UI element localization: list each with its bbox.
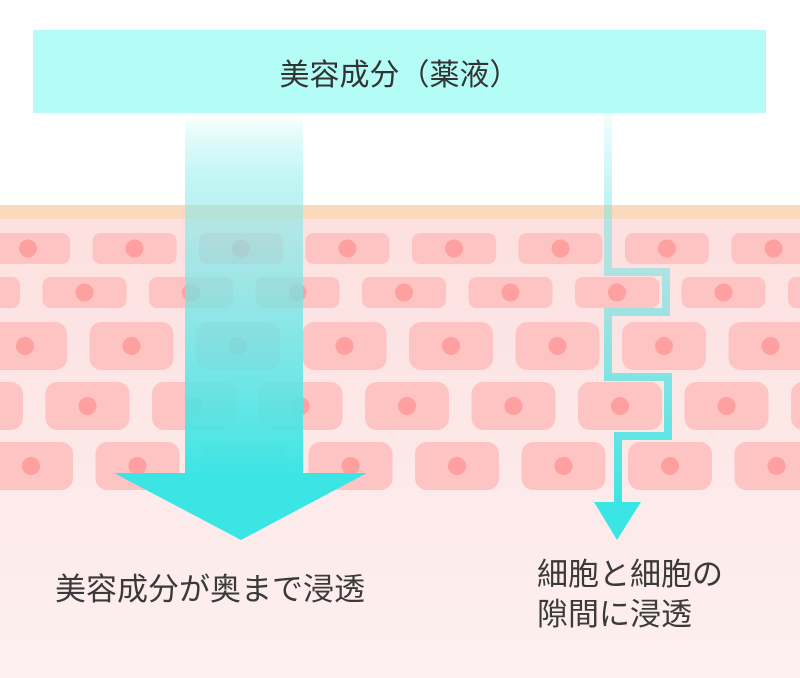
- cell-nucleus: [395, 283, 413, 302]
- cell: [0, 382, 23, 430]
- cell: [0, 277, 20, 308]
- cell-nucleus: [75, 283, 94, 302]
- cell-nucleus: [504, 397, 523, 415]
- cell: [791, 382, 800, 430]
- cell-nucleus: [764, 239, 783, 258]
- cell-nucleus: [655, 337, 673, 355]
- skin-surface: [0, 205, 800, 219]
- cell-nucleus: [551, 239, 570, 258]
- cell-nucleus: [125, 239, 144, 258]
- gap-path-arrow-head: [594, 502, 641, 540]
- cell: [734, 442, 800, 490]
- cell-nucleus: [442, 337, 460, 355]
- cell-nucleus: [554, 457, 573, 475]
- cell-nucleus: [714, 283, 733, 302]
- cell-nucleus: [658, 239, 676, 258]
- cell-nucleus: [338, 239, 357, 258]
- cell-nucleus: [448, 457, 466, 475]
- cell-nucleus: [717, 397, 736, 415]
- cell: [788, 277, 800, 308]
- cell-nucleus: [398, 397, 416, 415]
- cell-nucleus: [767, 457, 786, 475]
- big-arrow-shaft: [185, 113, 303, 475]
- cell-nucleus: [501, 283, 520, 302]
- cell-nucleus: [128, 457, 147, 475]
- cell-nucleus: [608, 283, 626, 302]
- cell-nucleus: [19, 239, 37, 258]
- title-box: 美容成分（薬液）: [33, 30, 766, 113]
- cell-nucleus: [445, 239, 463, 258]
- cell-nucleus: [78, 397, 97, 415]
- gap-label-line2: 隙間に浸透: [537, 597, 692, 633]
- cell-nucleus: [335, 337, 354, 355]
- cell-nucleus: [16, 337, 34, 355]
- cell-nucleus: [341, 457, 360, 475]
- deep-penetration-label: 美容成分が奥まで浸透: [55, 572, 365, 608]
- gap-label-line1: 細胞と細胞の: [537, 557, 723, 593]
- cell-nucleus: [22, 457, 40, 475]
- cell-nucleus: [548, 337, 567, 355]
- gap-path-line: [604, 113, 672, 505]
- big-arrow-head: [114, 473, 367, 540]
- cell-nucleus: [611, 397, 629, 415]
- cell-nucleus: [122, 337, 141, 355]
- cell-nucleus: [761, 337, 780, 355]
- title: 美容成分（薬液）: [279, 57, 520, 93]
- cell-nucleus: [661, 457, 679, 475]
